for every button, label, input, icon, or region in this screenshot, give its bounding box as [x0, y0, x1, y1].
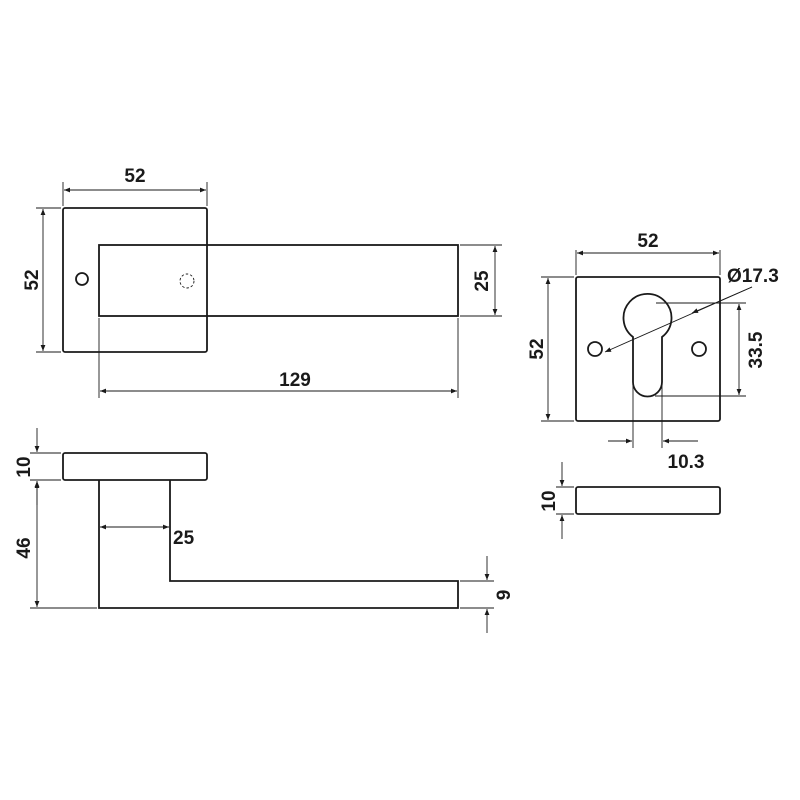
escutcheon-side-view: 10	[539, 462, 721, 539]
dim-rose-height: 52	[22, 269, 43, 290]
rose-side-outline	[62, 452, 208, 481]
lever-side-outline	[98, 480, 459, 609]
dim-lever-thickness: 9	[494, 590, 515, 601]
dim-escutcheon-thickness: 10	[539, 490, 560, 511]
escutcheon-side-outline	[575, 486, 721, 515]
lever-outline	[98, 244, 459, 317]
dim-lever-length: 129	[279, 370, 311, 391]
screw-hole-left	[587, 341, 603, 357]
dim-lever-width: 25	[173, 528, 195, 549]
dim-slot-width: 10.3	[668, 452, 705, 473]
escutcheon-outline	[575, 276, 721, 422]
dim-keyhole-length: 33.5	[746, 331, 767, 368]
dim-escutcheon-height: 52	[527, 338, 548, 359]
dim-lever-projection: 46	[14, 537, 35, 558]
escutcheon-front-view: 52 52 Ø17.3 33.5 10.3	[527, 231, 779, 473]
side-view: 10 46 25 9	[14, 428, 515, 633]
profile-cylinder-keyhole	[622, 292, 673, 398]
dim-rose-width: 52	[124, 166, 145, 187]
hidden-screw-hole	[179, 273, 195, 289]
dim-rose-thickness: 10	[14, 456, 35, 477]
top-view: 52 52 25 129	[22, 166, 502, 398]
screw-hole	[75, 272, 89, 286]
screw-hole-right	[691, 341, 707, 357]
dim-lever-height: 25	[472, 270, 493, 292]
dim-escutcheon-width: 52	[637, 231, 658, 252]
rose-outline	[62, 207, 208, 353]
dim-keyhole-diameter: Ø17.3	[727, 266, 779, 287]
